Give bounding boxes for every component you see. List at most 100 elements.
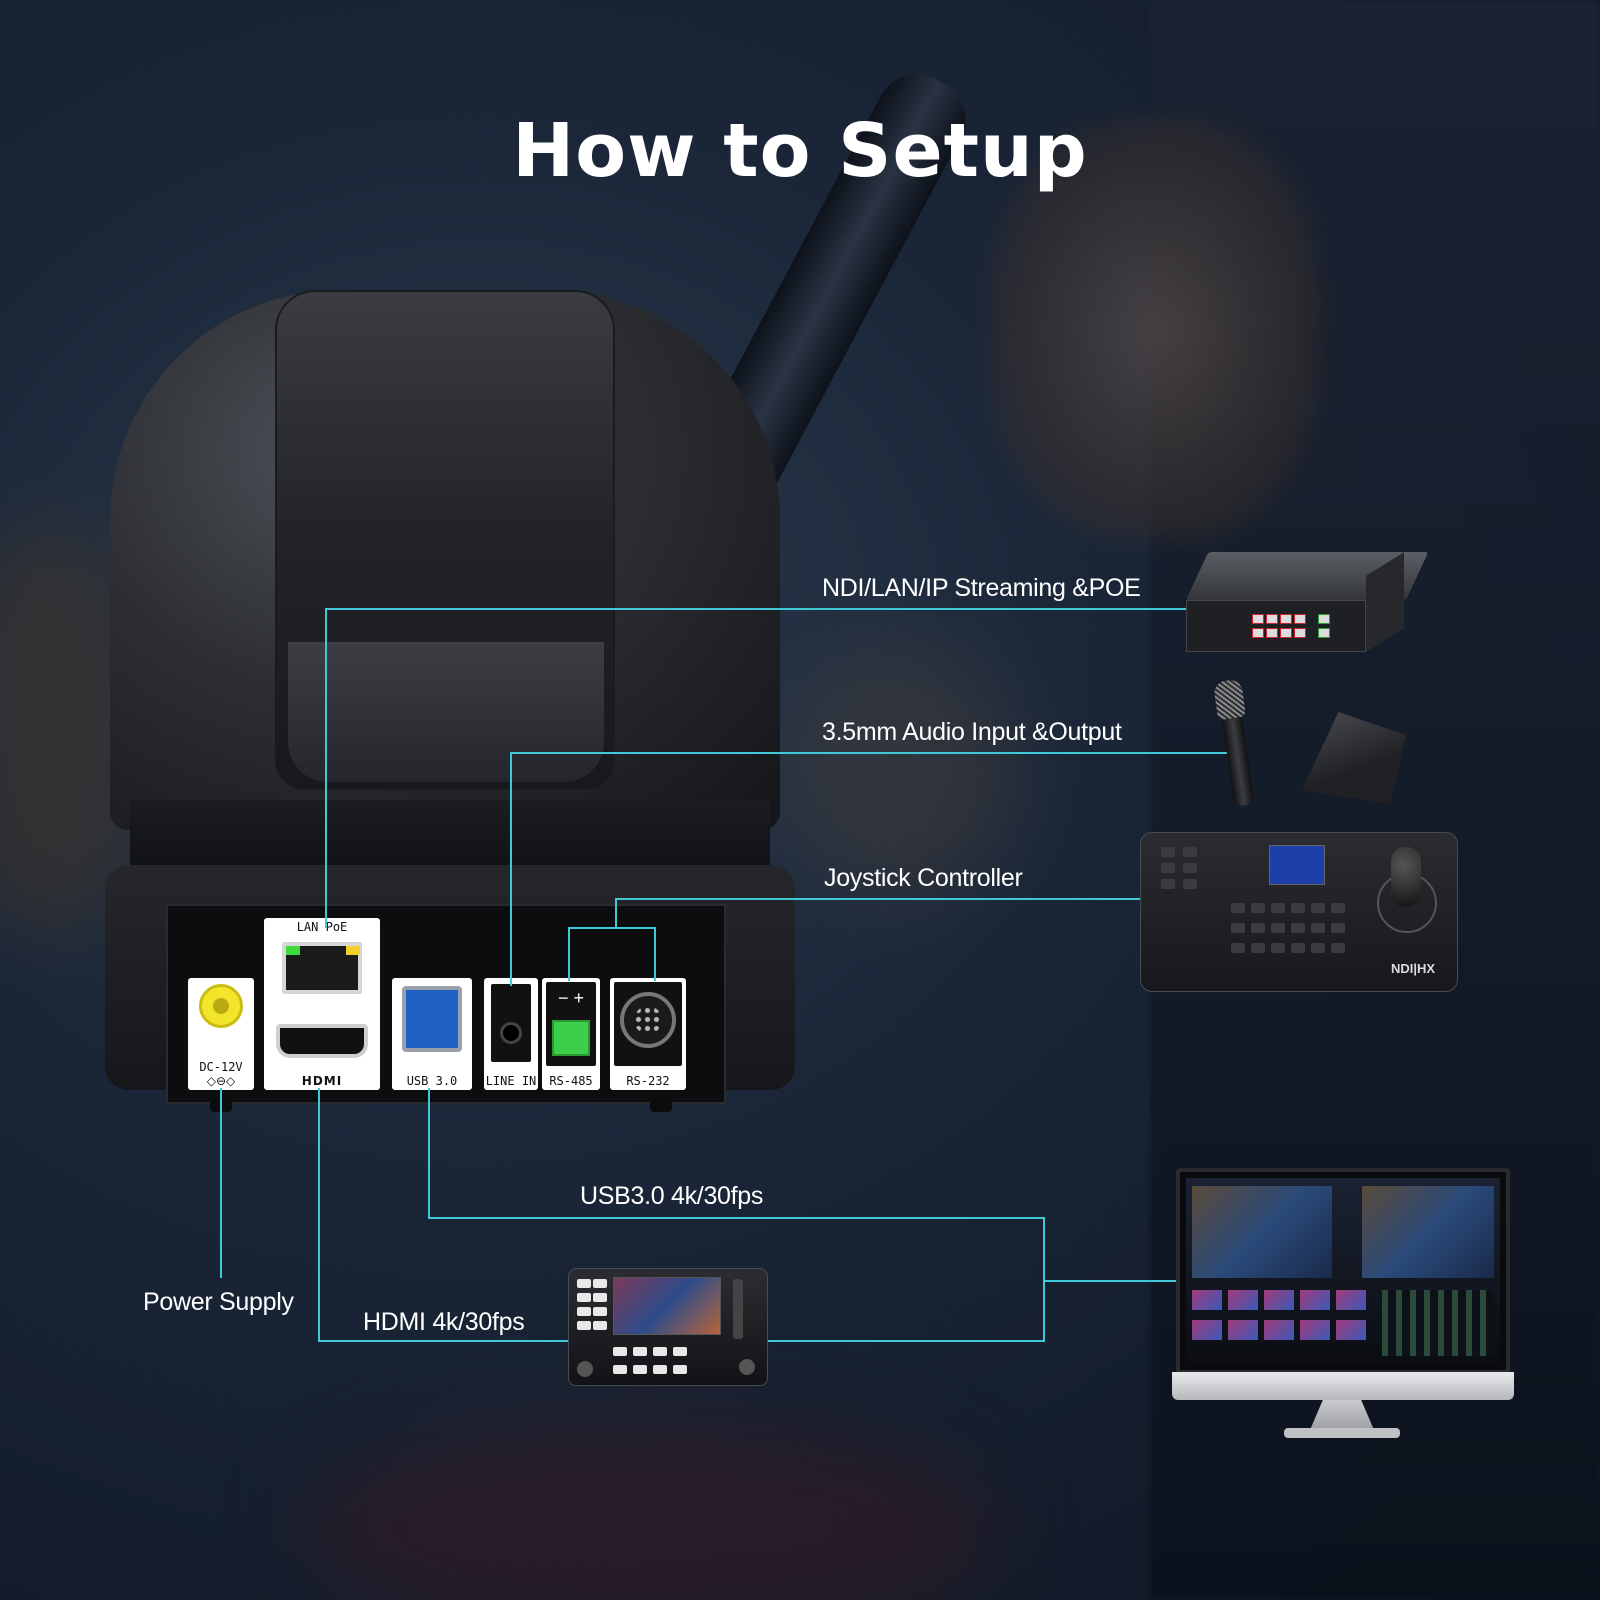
switcher-knob xyxy=(577,1361,593,1377)
lan-line-vertical xyxy=(325,608,327,928)
usb3-port-label: USB 3.0 xyxy=(406,1074,458,1088)
source-thumbnail xyxy=(1336,1320,1366,1340)
audio-line-horizontal xyxy=(510,752,1242,754)
joystick-key xyxy=(1231,923,1245,933)
switcher-button xyxy=(593,1307,607,1316)
computer-line-vertical xyxy=(1043,1217,1045,1342)
audio-line-vertical xyxy=(510,752,512,986)
switcher-screen xyxy=(613,1277,721,1335)
usb3-port[interactable] xyxy=(402,986,462,1052)
dc-power-port[interactable]: DC-12V ◇⊖◇ xyxy=(188,978,254,1090)
switcher-button xyxy=(633,1365,647,1374)
joystick-controller-image: NDI|HX xyxy=(1140,832,1458,992)
polarity-icon: ◇⊖◇ xyxy=(206,1074,236,1088)
hdmi-line-vertical xyxy=(318,1088,320,1340)
switcher-fader xyxy=(733,1279,743,1339)
joystick-key xyxy=(1271,943,1285,953)
switcher-button xyxy=(593,1293,607,1302)
joystick-key xyxy=(1271,923,1285,933)
hdmi-port-label: HDMI xyxy=(301,1074,343,1088)
dc-port-label: DC-12V xyxy=(199,1060,243,1074)
switcher-button xyxy=(653,1365,667,1374)
source-thumbnail xyxy=(1336,1290,1366,1310)
switcher-button xyxy=(613,1347,627,1356)
rs232-pins xyxy=(634,1006,662,1034)
switch-port xyxy=(1252,628,1264,638)
source-thumbnail xyxy=(1228,1290,1258,1310)
audio-mixer-panel xyxy=(1382,1290,1494,1356)
joystick-key xyxy=(1291,923,1305,933)
joystick-key xyxy=(1291,903,1305,913)
switcher-button xyxy=(577,1307,591,1316)
switcher-button xyxy=(673,1365,687,1374)
joystick-line-branch xyxy=(568,927,656,929)
joystick-key xyxy=(1231,903,1245,913)
joystick-key xyxy=(1311,923,1325,933)
switch-port xyxy=(1294,614,1306,624)
joystick-stick xyxy=(1391,847,1421,907)
rs485-terminal[interactable] xyxy=(552,1020,590,1056)
source-thumbnail xyxy=(1264,1290,1294,1310)
dc-jack-center xyxy=(213,998,229,1014)
joystick-key xyxy=(1291,943,1305,953)
joystick-key xyxy=(1231,943,1245,953)
rs485-line-vertical xyxy=(568,927,570,981)
usb-line-horizontal xyxy=(428,1217,1044,1219)
joystick-key xyxy=(1251,943,1265,953)
joystick-key xyxy=(1251,903,1265,913)
switcher-button xyxy=(577,1279,591,1288)
usb-line-vertical xyxy=(428,1088,430,1218)
joystick-key xyxy=(1183,879,1197,889)
joystick-key xyxy=(1271,903,1285,913)
camera-neck xyxy=(130,800,770,870)
lan-led-yellow xyxy=(346,946,360,955)
preview-window xyxy=(1192,1186,1332,1278)
switch-port xyxy=(1266,614,1278,624)
switcher-button xyxy=(653,1347,667,1356)
lan-hdmi-port-block: LAN PoE HDMI xyxy=(264,918,380,1090)
monitor-chin xyxy=(1172,1372,1514,1400)
poe-switch-image xyxy=(1186,552,1429,662)
monitor-screen xyxy=(1186,1178,1500,1364)
rs232-port-block: RS-232 xyxy=(610,978,686,1090)
joystick-key xyxy=(1311,903,1325,913)
joystick-key xyxy=(1183,847,1197,857)
switch-port xyxy=(1294,628,1306,638)
camera-lens-window xyxy=(288,642,604,782)
source-thumbnail xyxy=(1192,1290,1222,1310)
joystick-key xyxy=(1161,863,1175,873)
line-in-port-block: LINE IN xyxy=(484,978,538,1090)
line-in-port-label: LINE IN xyxy=(485,1074,537,1088)
power-line-vertical xyxy=(220,1088,222,1278)
computer-line-horizontal xyxy=(1043,1280,1176,1282)
joystick-line-horizontal xyxy=(615,898,1153,900)
hdmi-port[interactable] xyxy=(276,1024,368,1058)
monitor-foot xyxy=(1284,1428,1400,1438)
rs485-port-block: − + RS-485 xyxy=(542,978,600,1090)
switcher-button xyxy=(613,1365,627,1374)
line-in-jack xyxy=(500,1022,522,1044)
switch-port xyxy=(1280,614,1292,624)
joystick-key xyxy=(1183,863,1197,873)
source-thumbnail xyxy=(1192,1320,1222,1340)
usb3-port-block: USB 3.0 xyxy=(392,978,472,1090)
switcher-button xyxy=(593,1321,607,1330)
rs485-port-label: RS-485 xyxy=(549,1074,593,1088)
rs232-port-label: RS-232 xyxy=(626,1074,670,1088)
switch-port xyxy=(1252,614,1264,624)
audio-connection-label: 3.5mm Audio Input &Output xyxy=(822,718,1122,746)
joystick-screen xyxy=(1269,845,1325,885)
joystick-key xyxy=(1311,943,1325,953)
background-blur-mid xyxy=(780,640,1020,900)
page-title: How to Setup xyxy=(512,108,1088,194)
source-thumbnail xyxy=(1264,1320,1294,1340)
usb-connection-label: USB3.0 4k/30fps xyxy=(580,1182,764,1210)
rs485-polarity: − + xyxy=(557,988,585,1008)
switch-port xyxy=(1266,628,1278,638)
power-connection-label: Power Supply xyxy=(143,1288,294,1316)
computer-monitor-image xyxy=(1176,1168,1510,1374)
rs232-port[interactable] xyxy=(620,992,676,1048)
joystick-connection-label: Joystick Controller xyxy=(824,864,1023,892)
program-window xyxy=(1362,1186,1494,1278)
lan-connection-label: NDI/LAN/IP Streaming &POE xyxy=(822,574,1141,602)
